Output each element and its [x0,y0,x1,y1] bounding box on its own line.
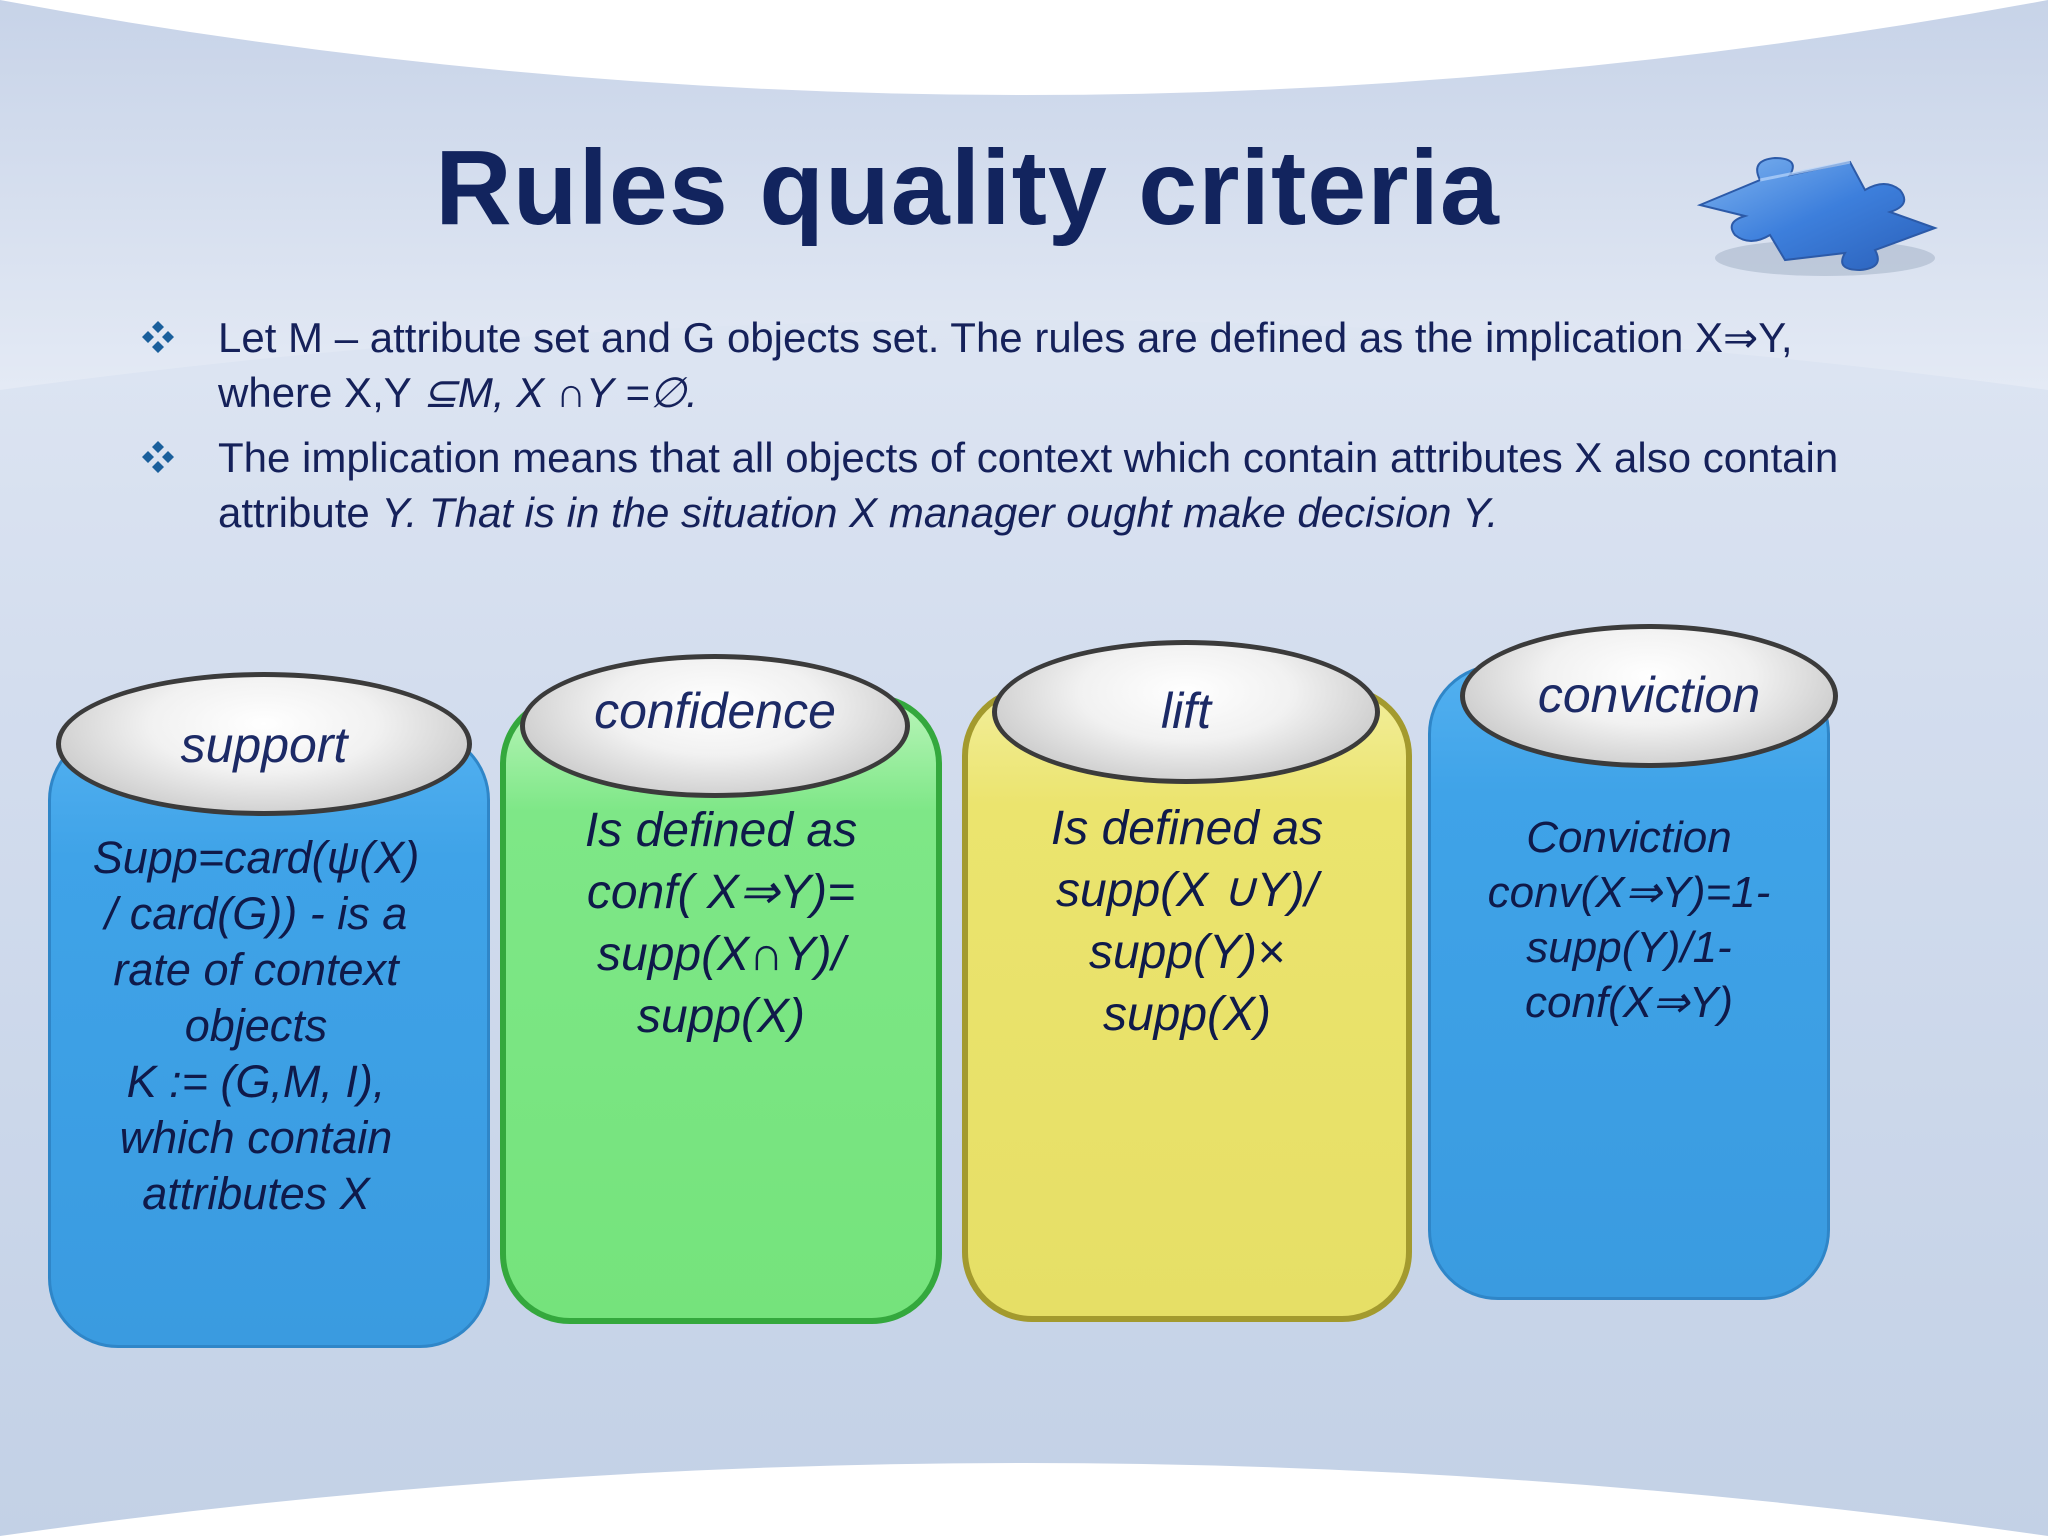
support-card-body [48,730,490,1348]
conviction-oval [1460,624,1838,768]
lift-oval [992,640,1380,784]
confidence-label: confidence [594,683,836,739]
page-title: Rules quality criteria [435,129,1500,247]
confidence-oval [520,654,910,798]
bullet-item: The implication means that all objects o… [140,430,1840,540]
conviction-definition: Conviction conv(X⇒Y)=1- supp(Y)/1- conf(… [1487,813,1771,1027]
bullet-text: Let M – attribute set and G objects set.… [218,314,1793,416]
bullet-list: Let M – attribute set and G objects set.… [140,310,1840,550]
lift-card: lift Is defined as supp(X ∪Y)/ supp(Y)× … [962,640,1412,1322]
bullet-text-italic: ⊆M, X ∩Y =∅. [422,369,698,416]
support-label: support [180,717,348,773]
diamond-bullet-icon [142,321,174,353]
puzzle-piece-icon [1696,156,1938,276]
conviction-label: conviction [1537,667,1761,723]
support-card: support Supp=card(ψ(X) / card(G)) - is a… [48,672,490,1348]
conviction-card-body [1428,664,1830,1300]
bullet-text: The implication means that all objects o… [218,434,1839,536]
support-oval [56,672,472,816]
lift-definition: Is defined as supp(X ∪Y)/ supp(Y)× supp(… [1050,802,1324,1041]
confidence-card: confidence Is defined as conf( X⇒Y)= sup… [500,654,942,1324]
conviction-card: conviction Conviction conv(X⇒Y)=1- supp(… [1428,624,1838,1300]
support-definition: Supp=card(ψ(X) / card(G)) - is a rate of… [92,832,420,1219]
diamond-bullet-icon [142,441,174,473]
confidence-definition: Is defined as conf( X⇒Y)= supp(X∩Y)/ sup… [584,804,858,1043]
bullet-text-italic: Y. That is in the situation X manager ou… [381,489,1499,536]
bullet-item: Let M – attribute set and G objects set.… [140,310,1840,420]
lift-card-body [962,686,1412,1322]
lift-label: lift [1161,683,1211,739]
